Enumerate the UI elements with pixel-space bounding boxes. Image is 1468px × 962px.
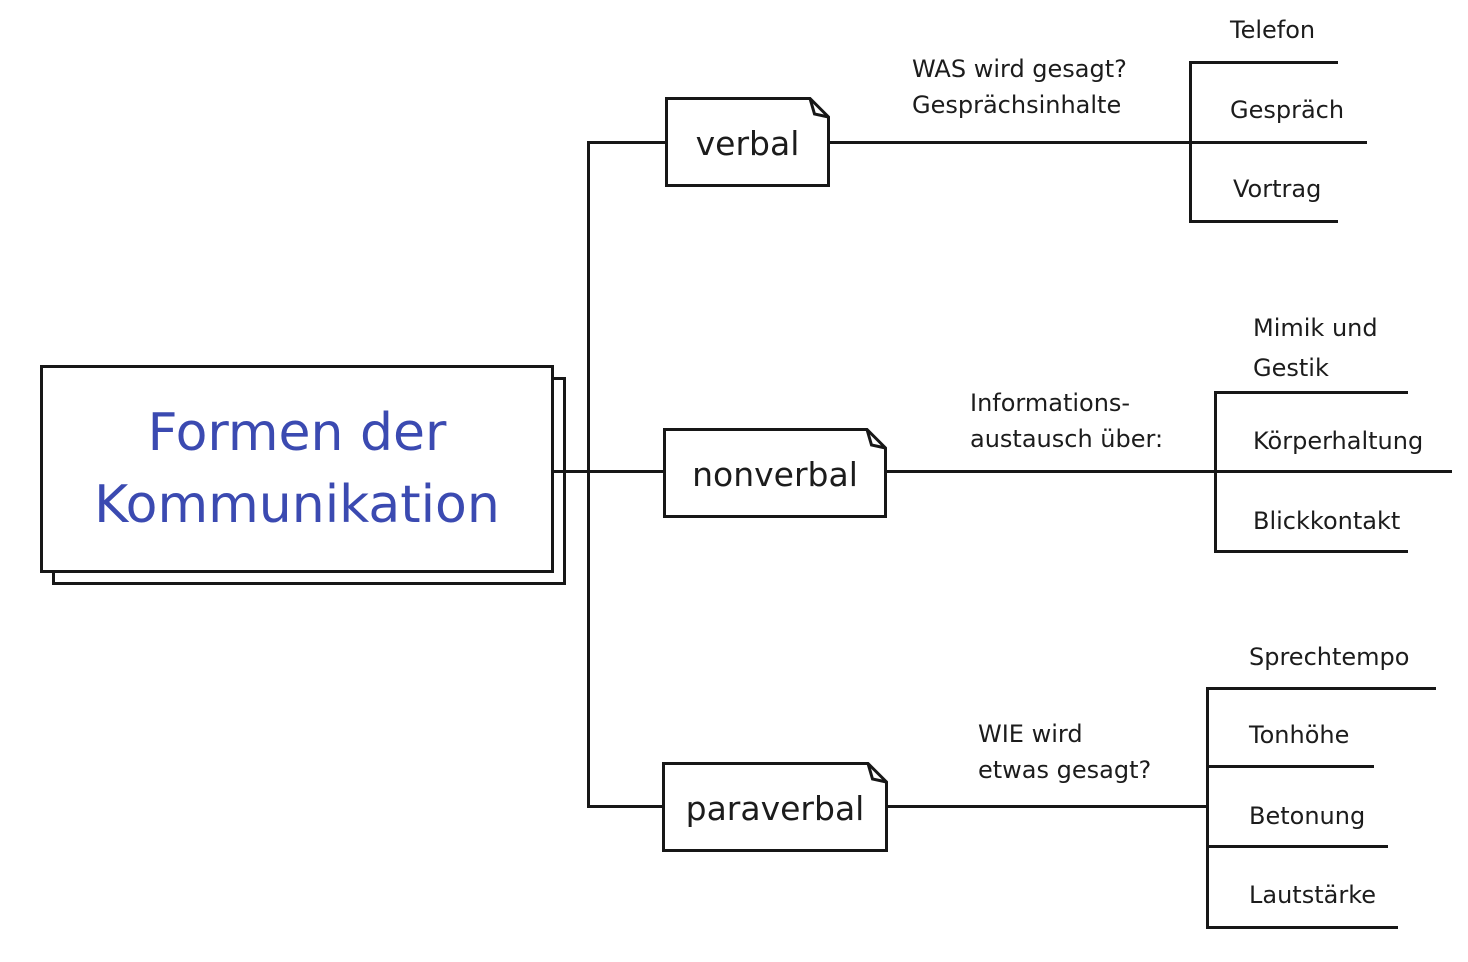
leaf-underline-sprechtempo — [1206, 687, 1436, 690]
annotation-line: Gesprächsinhalte — [912, 91, 1122, 119]
branch-node-nonverbal: nonverbal — [663, 428, 887, 518]
folded-note-shape — [665, 97, 830, 187]
leaf-underline-mimik — [1214, 391, 1408, 394]
branch-annotation-paraverbal: WIE wird etwas gesagt? — [978, 716, 1151, 788]
branch-node-verbal: verbal — [665, 97, 830, 187]
leaf-underline-blickkontakt — [1214, 550, 1408, 553]
branch-label-paraverbal: paraverbal — [685, 788, 865, 828]
leaf-rail-paraverbal — [1206, 687, 1209, 929]
leaf-underline-betonung — [1206, 845, 1388, 848]
branch-label-nonverbal: nonverbal — [692, 454, 858, 494]
leaf-label-telefon: Telefon — [1230, 16, 1316, 44]
branch-annotation-verbal: WAS wird gesagt? Gesprächsinhalte — [912, 51, 1127, 123]
leaf-label-tonhoehe: Tonhöhe — [1249, 721, 1350, 749]
leaf-underline-vortrag — [1189, 220, 1338, 223]
leaf-label-koerperhaltung: Körperhaltung — [1253, 427, 1424, 455]
root-connector-line — [552, 470, 666, 473]
annotation-line: WIE wird — [978, 720, 1083, 748]
branch-line-nonverbal — [887, 470, 1452, 473]
annotation-line: etwas gesagt? — [978, 756, 1152, 784]
root-node: Formen der Kommunikation — [40, 365, 554, 573]
branch-line-verbal — [830, 141, 1367, 144]
branch-node-paraverbal: paraverbal — [662, 762, 888, 852]
leaf-rail-verbal — [1189, 61, 1192, 223]
root-title-line-2: Kommunikation — [94, 475, 500, 535]
leaf-underline-tonhoehe — [1206, 765, 1374, 768]
leaf-rail-nonverbal — [1214, 391, 1217, 553]
leaf-underline-telefon — [1189, 61, 1338, 64]
annotation-line: austausch über: — [970, 425, 1164, 453]
leaf-underline-lautstaerke — [1206, 926, 1398, 929]
leaf-label-gespraech: Gespräch — [1230, 96, 1345, 124]
folded-note-shape — [663, 428, 887, 518]
branch-connector-paraverbal — [587, 805, 665, 808]
leaf-label-sprechtempo: Sprechtempo — [1249, 643, 1410, 671]
folded-note-shape — [662, 762, 888, 852]
branch-annotation-nonverbal: Informations- austausch über: — [970, 385, 1163, 457]
annotation-line: WAS wird gesagt? — [912, 55, 1127, 83]
trunk-line — [587, 141, 590, 808]
leaf-label-betonung: Betonung — [1249, 802, 1366, 830]
branch-line-paraverbal — [888, 805, 1209, 808]
leaf-label-blickkontakt: Blickkontakt — [1253, 507, 1401, 535]
leaf-label-mimik-gestik: Mimik und Gestik — [1253, 314, 1378, 382]
root-title-line-1: Formen der — [147, 403, 447, 463]
annotation-line: Informations- — [970, 389, 1131, 417]
leaf-label-lautstaerke: Lautstärke — [1249, 881, 1376, 909]
branch-label-verbal: verbal — [695, 123, 800, 163]
branch-connector-verbal — [587, 141, 667, 144]
leaf-label-vortrag: Vortrag — [1233, 175, 1322, 203]
